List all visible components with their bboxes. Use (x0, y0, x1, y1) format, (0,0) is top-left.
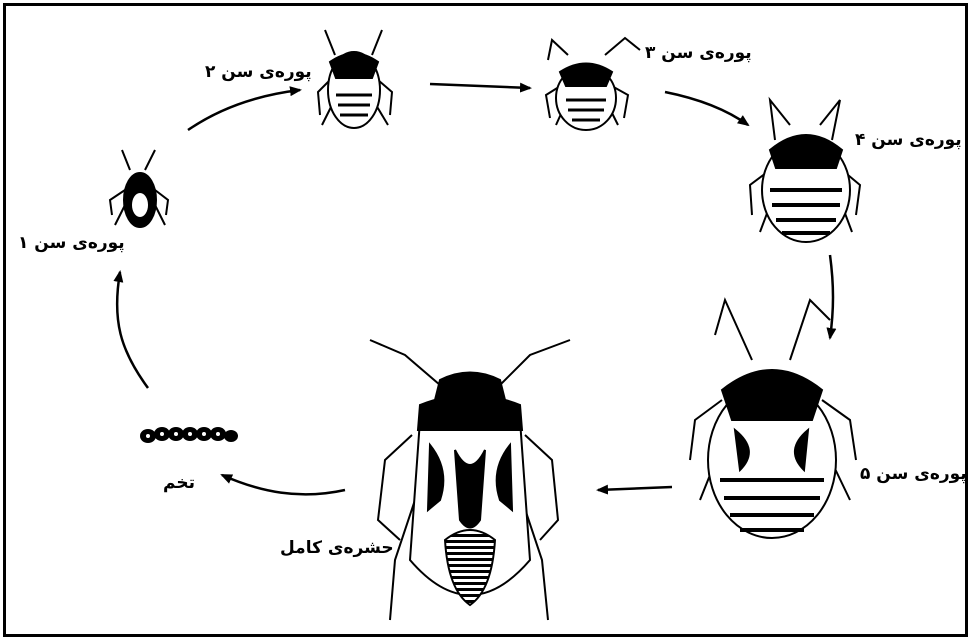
nymph-instar-4 (750, 100, 860, 242)
label-egg: تخم (163, 473, 195, 493)
label-nymph-instar-5: پوره‌ی سن ۵ (860, 464, 967, 484)
label-adult: حشره‌ی کامل (280, 538, 394, 558)
arrow-nymph5-to-adult (598, 487, 672, 490)
label-nymph-instar-2: پوره‌ی سن ۲ (205, 62, 312, 82)
label-nymph-instar-1: پوره‌ی سن ۱ (18, 233, 125, 253)
arrow-nymph3-to-nymph4 (665, 92, 748, 125)
arrow-nymph1-to-nymph2 (188, 90, 300, 130)
arrow-nymph4-to-nymph5 (830, 255, 833, 338)
arrow-egg-to-nymph1 (117, 272, 148, 388)
nymph-instar-1 (110, 150, 168, 227)
label-nymph-instar-3: پوره‌ی سن ۳ (645, 43, 752, 63)
arrow-adult-to-egg (222, 475, 345, 494)
adult-bug (370, 340, 570, 620)
nymph-instar-2 (318, 30, 392, 128)
nymph-instar-3 (546, 38, 640, 130)
label-nymph-instar-4: پوره‌ی سن ۴ (855, 130, 962, 150)
egg-cluster (140, 427, 238, 443)
arrow-nymph2-to-nymph3 (430, 84, 530, 88)
